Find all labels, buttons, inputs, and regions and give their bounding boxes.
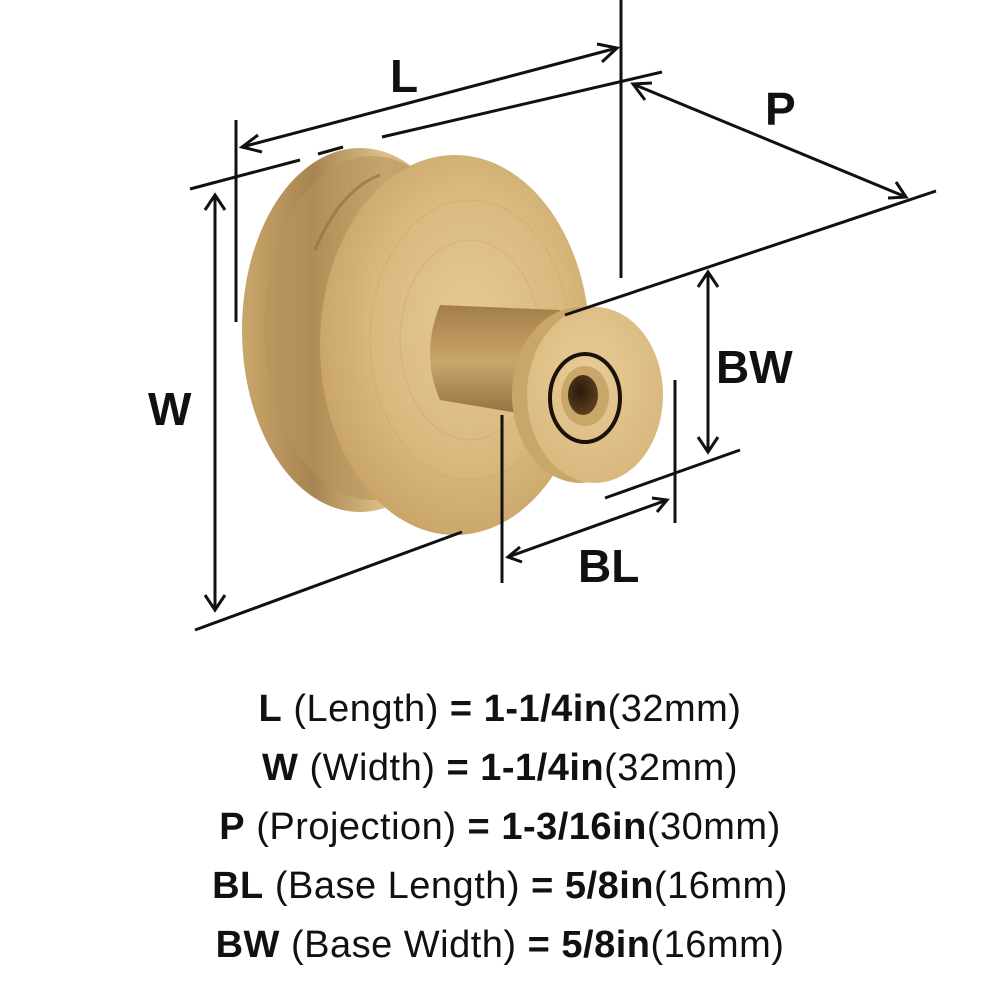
spec-equals: = — [446, 747, 470, 789]
knob-illustration — [242, 148, 663, 535]
spec-equals: = — [531, 865, 554, 907]
spec-code: P — [219, 806, 246, 848]
label-W: W — [148, 383, 192, 435]
label-L: L — [390, 50, 418, 102]
spec-list: L (Length) = 1-1/4in(32mm) W (Width) = 1… — [0, 680, 1000, 975]
dimension-diagram: L P W BW BL — [148, 0, 937, 632]
knob-hole — [568, 375, 598, 415]
spec-mm-value: (16mm) — [653, 865, 788, 907]
spec-row-projection: P (Projection) = 1-3/16in(30mm) — [0, 798, 1000, 857]
spec-row-length: L (Length) = 1-1/4in(32mm) — [0, 680, 1000, 739]
spec-name: (Length) — [293, 688, 439, 730]
spec-code: BL — [212, 865, 264, 907]
spec-name: (Projection) — [256, 806, 457, 848]
spec-mm-value: (32mm) — [604, 747, 738, 789]
spec-equals: = — [449, 688, 473, 730]
spec-inch-value: 1-3/16in — [501, 806, 647, 848]
spec-mm-value: (32mm) — [607, 688, 742, 730]
spec-name: (Base Width) — [290, 924, 517, 966]
spec-code: W — [262, 747, 299, 789]
spec-row-base-length: BL (Base Length) = 5/8in(16mm) — [0, 857, 1000, 916]
spec-name: (Width) — [309, 747, 436, 789]
spec-equals: = — [467, 806, 491, 848]
spec-code: L — [258, 688, 283, 730]
dimension-lines — [189, 0, 937, 632]
spec-row-base-width: BW (Base Width) = 5/8in(16mm) — [0, 916, 1000, 975]
spec-inch-value: 1-1/4in — [483, 688, 608, 730]
spec-name: (Base Length) — [274, 865, 521, 907]
label-P: P — [765, 83, 796, 135]
spec-mm-value: (16mm) — [650, 924, 785, 966]
spec-mm-value: (30mm) — [646, 806, 781, 848]
spec-inch-value: 5/8in — [561, 924, 651, 966]
spec-inch-value: 1-1/4in — [480, 747, 605, 789]
spec-equals: = — [527, 924, 551, 966]
spec-row-width: W (Width) = 1-1/4in(32mm) — [0, 739, 1000, 798]
spec-code: BW — [215, 924, 280, 966]
label-BL: BL — [578, 540, 639, 592]
spec-inch-value: 5/8in — [564, 865, 654, 907]
label-BW: BW — [716, 341, 793, 393]
